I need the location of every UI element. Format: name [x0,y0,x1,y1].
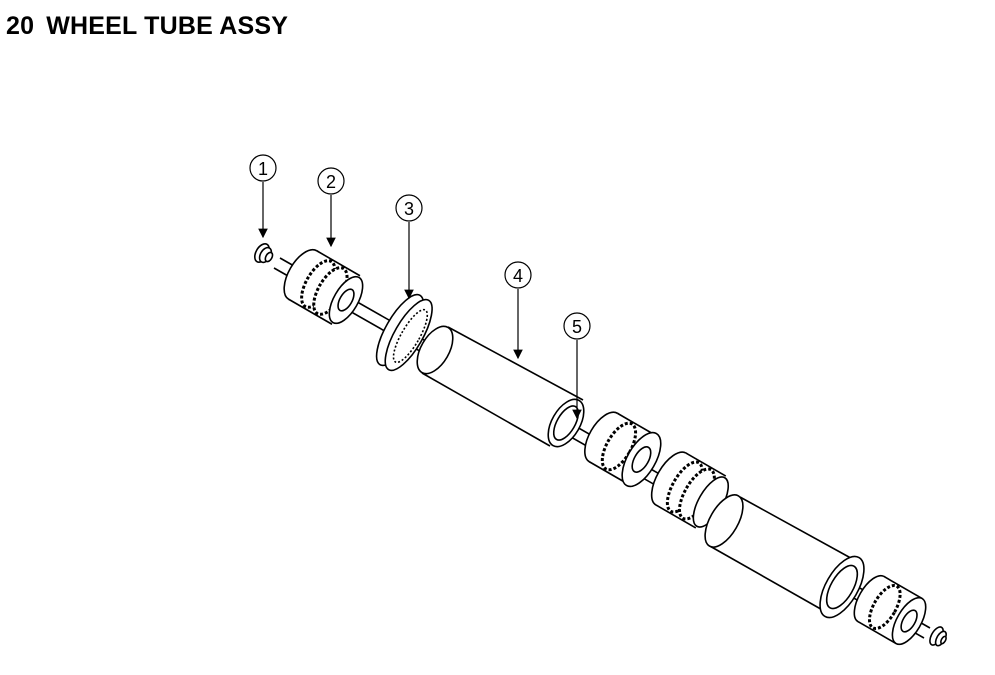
section-number: 20 [6,12,35,40]
center-bearing-left [584,411,662,488]
callout-label-4: 4 [513,266,523,286]
callout-circle-2 [317,167,345,195]
callout-circle-5 [563,312,591,340]
end-nut-left [253,243,274,264]
wheel-tube [416,325,585,448]
callout-circle-3 [395,194,423,222]
callout-circle-4 [504,261,532,289]
callout-label-3: 3 [404,199,414,219]
end-nut-right [929,626,947,647]
right-tube [704,494,865,619]
callout-label-5: 5 [572,317,582,337]
page-title: 20 WHEEL TUBE ASSY [6,12,288,41]
center-bearing-right [650,451,730,529]
right-bearing-sprocket [853,574,927,646]
section-title: WHEEL TUBE ASSY [46,12,289,40]
callout-circle-1 [249,154,277,182]
left-bearing-sprocket [283,248,364,325]
callout-label-2: 2 [326,172,336,192]
seal-ring [375,293,433,372]
callout-label-1: 1 [258,159,268,179]
